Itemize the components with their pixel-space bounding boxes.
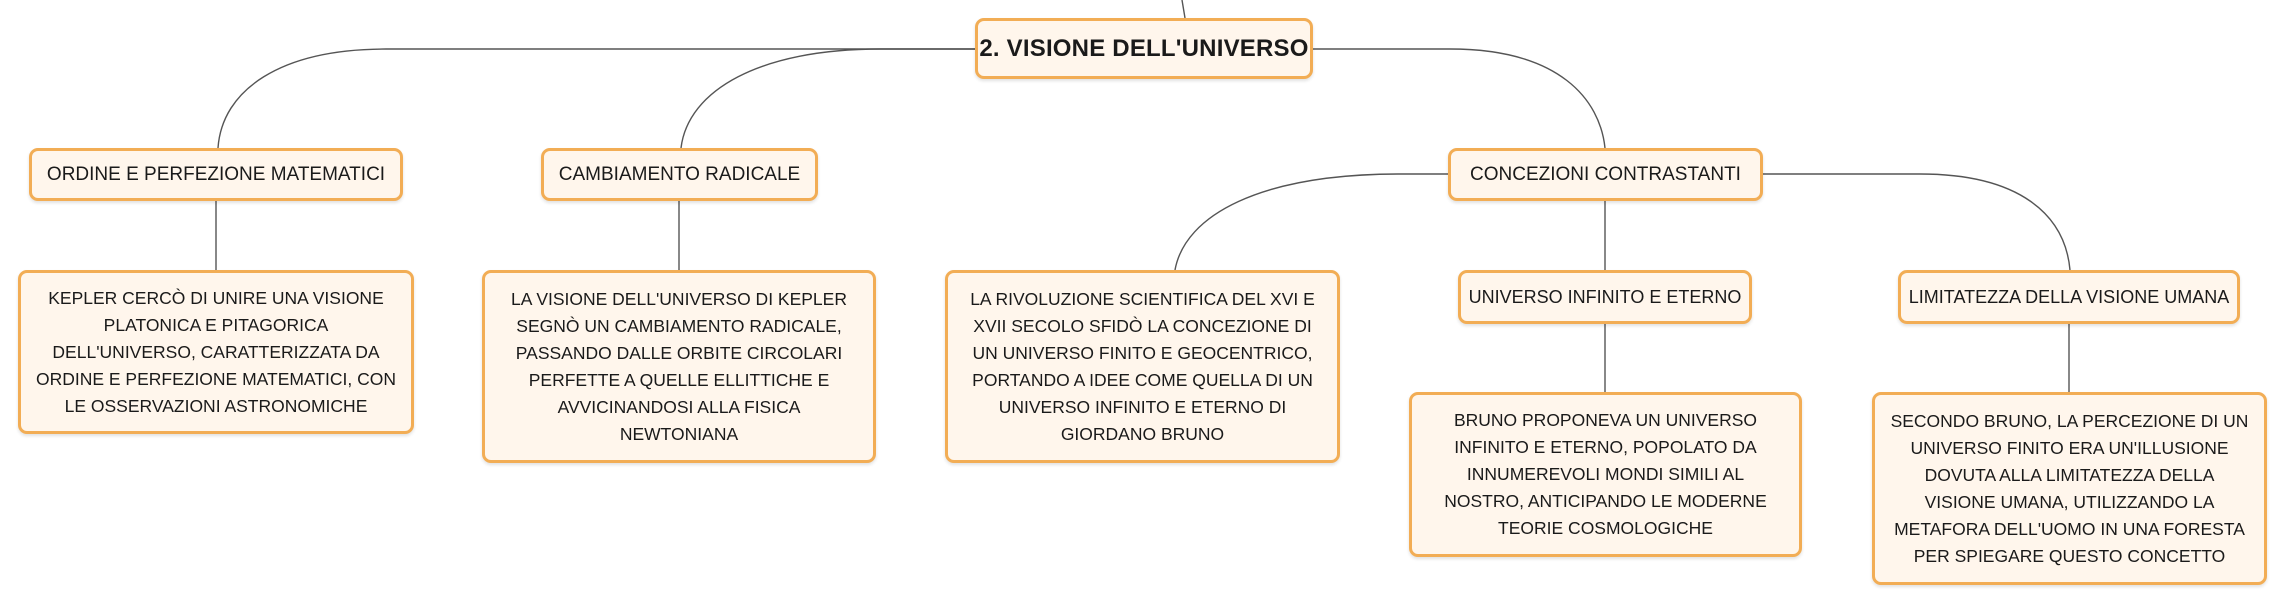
connector-concezioni-detail: [1174, 173, 1448, 271]
infinito-node-label: UNIVERSO INFINITO E ETERNO: [1468, 286, 1742, 307]
ordine-node-label: ORDINE E PERFEZIONE MATEMATICI: [46, 163, 386, 185]
ordine-detail-text: KEPLER CERCÒ DI UNIRE UNA VISIONE PLATON…: [35, 287, 397, 416]
root-node[interactable]: 2. VISIONE DELL'UNIVERSO: [975, 18, 1313, 79]
limitatezza-detail-text: SECONDO BRUNO, LA PERCEZIONE DI UN UNIVE…: [1890, 410, 2249, 566]
infinito-node[interactable]: UNIVERSO INFINITO E ETERNO: [1458, 270, 1752, 324]
limitatezza-detail-node[interactable]: SECONDO BRUNO, LA PERCEZIONE DI UN UNIVE…: [1872, 392, 2267, 585]
infinito-detail-text: BRUNO PROPONEVA UN UNIVERSO INFINITO E E…: [1444, 410, 1767, 538]
concezioni-node[interactable]: CONCEZIONI CONTRASTANTI: [1448, 148, 1763, 201]
cambiamento-node-label: CAMBIAMENTO RADICALE: [558, 163, 801, 185]
connector-root-parent: [1181, 0, 1186, 19]
connector-root-ordine: [217, 48, 975, 149]
infinito-detail-node[interactable]: BRUNO PROPONEVA UN UNIVERSO INFINITO E E…: [1409, 392, 1802, 557]
connector-root-cambiamento: [680, 48, 975, 149]
concezioni-detail-node[interactable]: LA RIVOLUZIONE SCIENTIFICA DEL XVI E XVI…: [945, 270, 1340, 463]
cambiamento-detail-text: LA VISIONE DELL'UNIVERSO DI KEPLER SEGNÒ…: [511, 288, 847, 444]
concezioni-detail-text: LA RIVOLUZIONE SCIENTIFICA DEL XVI E XVI…: [970, 288, 1315, 444]
root-node-label: 2. VISIONE DELL'UNIVERSO: [979, 34, 1309, 62]
ordine-detail-node[interactable]: KEPLER CERCÒ DI UNIRE UNA VISIONE PLATON…: [18, 270, 414, 434]
limitatezza-node-label: LIMITATEZZA DELLA VISIONE UMANA: [1908, 286, 2230, 307]
cambiamento-node[interactable]: CAMBIAMENTO RADICALE: [541, 148, 818, 201]
concezioni-node-label: CONCEZIONI CONTRASTANTI: [1470, 163, 1741, 185]
cambiamento-detail-node[interactable]: LA VISIONE DELL'UNIVERSO DI KEPLER SEGNÒ…: [482, 270, 876, 463]
limitatezza-node[interactable]: LIMITATEZZA DELLA VISIONE UMANA: [1898, 270, 2240, 324]
ordine-node[interactable]: ORDINE E PERFEZIONE MATEMATICI: [29, 148, 403, 201]
connector-concezioni-limitatezza: [1763, 173, 2071, 271]
connector-root-concezioni: [1313, 48, 1606, 149]
